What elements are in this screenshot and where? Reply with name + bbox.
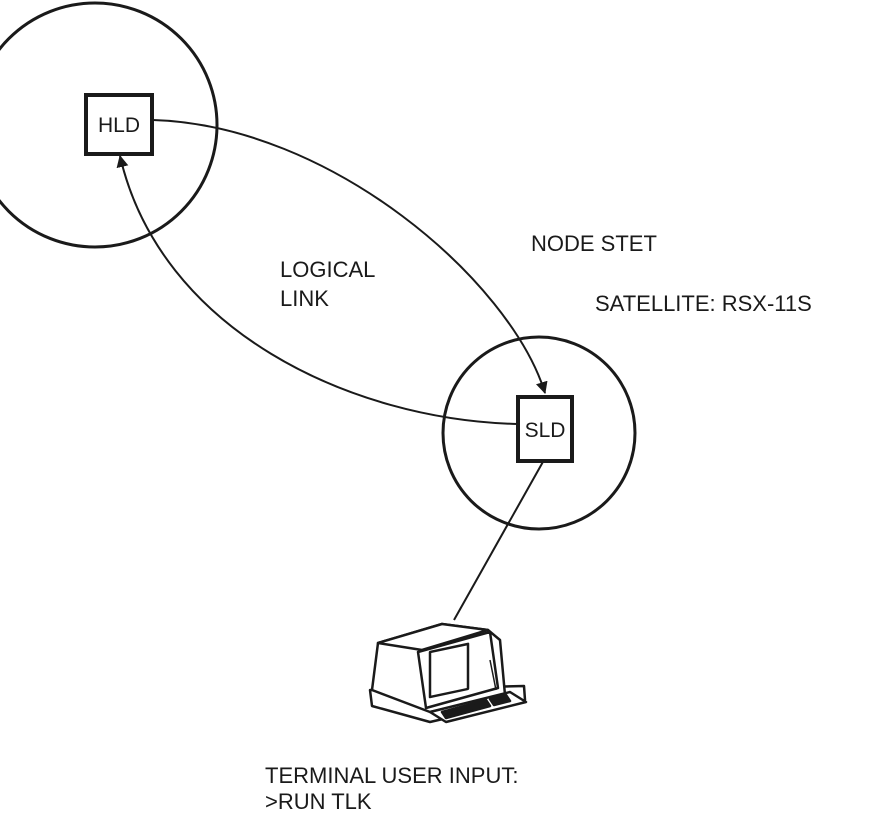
hld-box: HLD bbox=[84, 93, 154, 156]
terminal-icon bbox=[368, 622, 528, 724]
terminal-caption-line2: >RUN TLK bbox=[265, 789, 372, 813]
sld-box: SLD bbox=[516, 395, 574, 463]
satellite-desc-label: SATELLITE: RSX-11S bbox=[595, 291, 812, 316]
link-arrow-sld-to-hld bbox=[116, 155, 519, 425]
logical-link-label-line2: LINK bbox=[280, 286, 329, 311]
terminal-connection-line bbox=[453, 459, 545, 621]
satellite-node-circle bbox=[441, 335, 637, 531]
host-node-circle bbox=[0, 1, 219, 249]
logical-link-label-line1: LOGICAL bbox=[280, 257, 375, 282]
terminal-caption-line1: TERMINAL USER INPUT: bbox=[265, 763, 518, 788]
hld-label: HLD bbox=[98, 114, 140, 137]
sld-label: SLD bbox=[525, 419, 566, 442]
node-name-label: NODE STET bbox=[531, 231, 657, 256]
link-arrow-hld-to-sld bbox=[152, 119, 548, 394]
